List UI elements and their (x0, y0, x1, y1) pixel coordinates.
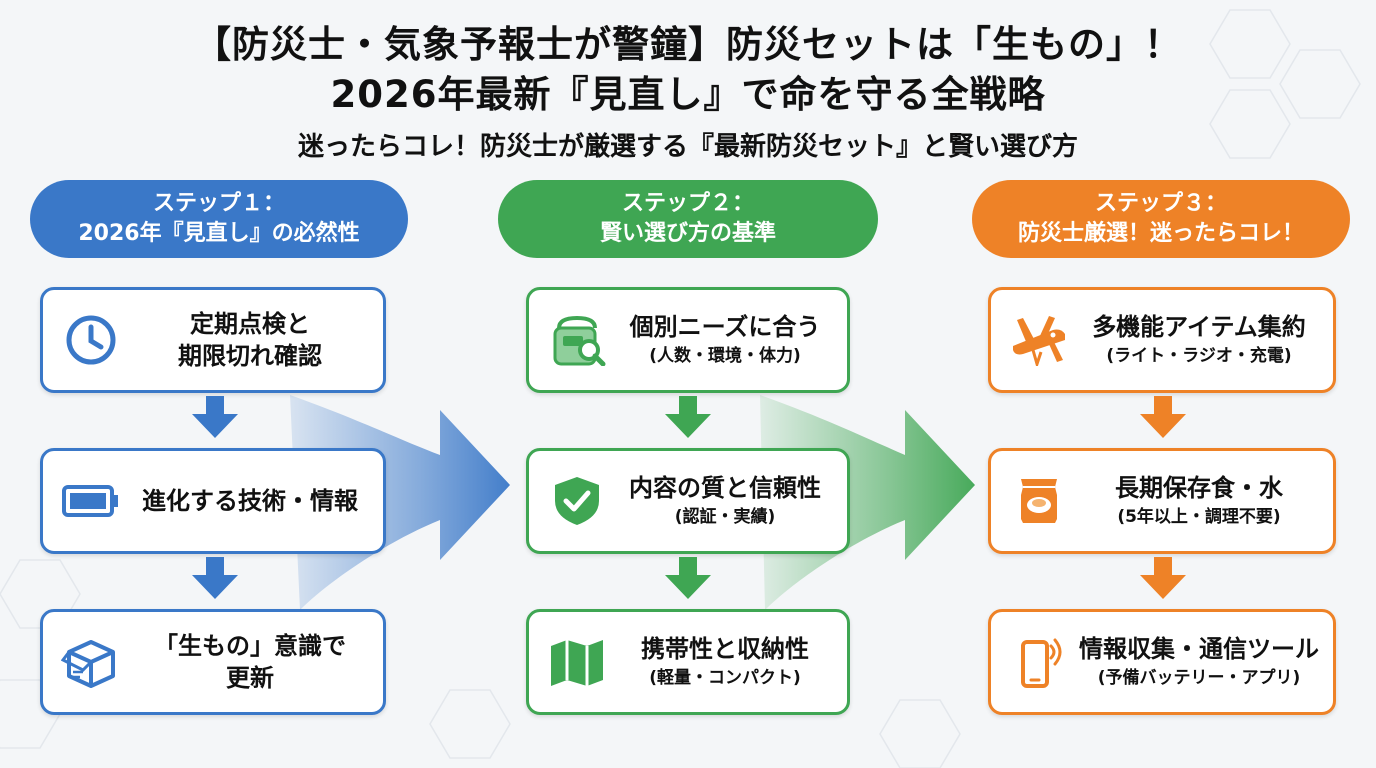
step1-card-2: 進化する技術・情報 (40, 448, 386, 554)
step3-card-3: 情報収集・通信ツール (予備バッテリー・アプリ) (988, 609, 1336, 715)
step2-name: 賢い選び方の基準 (599, 221, 776, 246)
main-title-line2: 2026年最新『見直し』で命を守る全戦略 (330, 73, 1046, 116)
card-title: 「生もの」意識で (154, 632, 346, 660)
card-detail: (軽量・コンパクト) (649, 668, 801, 688)
multitool-icon (1013, 316, 1065, 366)
food-pack-icon (1021, 479, 1057, 523)
card-title: 進化する技術・情報 (142, 487, 358, 515)
step3-label: ステップ３： (1094, 191, 1227, 216)
card-title: 長期保存食・水 (1115, 474, 1283, 502)
step1-card-3: 「生もの」意識で 更新 (40, 609, 386, 715)
map-icon (551, 640, 603, 686)
backpack-search-icon (553, 315, 606, 366)
down-arrow-icon (665, 557, 711, 599)
clock-icon (66, 315, 116, 365)
card-title: 情報収集・通信ツール (1079, 635, 1319, 663)
step1-label: ステップ１： (152, 191, 285, 216)
card-detail: (5年以上・調理不要) (1117, 507, 1281, 527)
card-title: 内容の質と信頼性 (629, 474, 821, 502)
main-title-line1: 【防災士・気象予報士が警鐘】防災セットは「生もの」！ (194, 23, 1182, 66)
down-arrow-icon (1140, 557, 1186, 599)
step2-card-3: 携帯性と収納性 (軽量・コンパクト) (526, 609, 850, 715)
battery-icon (62, 485, 118, 517)
step1-card-1: 定期点検と 期限切れ確認 (40, 287, 386, 393)
step2-card-1: 個別ニーズに合う (人数・環境・体力) (526, 287, 850, 393)
step3-card-1: 多機能アイテム集約 (ライト・ラジオ・充電) (988, 287, 1336, 393)
down-arrow-icon (1140, 396, 1186, 438)
card-title: 携帯性と収納性 (641, 635, 809, 663)
down-arrow-icon (192, 396, 238, 438)
card-title-line2: 更新 (226, 664, 274, 692)
card-detail: (人数・環境・体力) (649, 346, 801, 366)
card-detail: (予備バッテリー・アプリ) (1097, 668, 1301, 688)
down-arrow-icon (665, 396, 711, 438)
step3-pill: ステップ３： 防災士厳選！迷ったらコレ！ (972, 180, 1350, 258)
box-icon (61, 640, 115, 688)
shield-check-icon (555, 477, 599, 525)
subtitle: 迷ったらコレ！防災士が厳選する『最新防災セット』と賢い選び方 (297, 132, 1078, 162)
step2-card-2: 内容の質と信頼性 (認証・実績) (526, 448, 850, 554)
card-title: 定期点検と (190, 310, 310, 338)
step2-pill: ステップ２： 賢い選び方の基準 (498, 180, 878, 258)
smartphone-icon (1021, 638, 1062, 688)
step3-card-2: 長期保存食・水 (5年以上・調理不要) (988, 448, 1336, 554)
step1-name: 2026年『見直し』の必然性 (78, 221, 360, 246)
card-title: 多機能アイテム集約 (1092, 313, 1306, 341)
card-detail: (認証・実績) (674, 507, 776, 527)
step1-pill: ステップ１： 2026年『見直し』の必然性 (30, 180, 408, 258)
step3-name: 防災士厳選！迷ったらコレ！ (1017, 221, 1304, 246)
card-title: 個別ニーズに合う (629, 313, 821, 341)
down-arrow-icon (192, 557, 238, 599)
card-detail: (ライト・ラジオ・充電) (1106, 346, 1292, 366)
card-title-line2: 期限切れ確認 (178, 342, 322, 370)
step2-label: ステップ２： (621, 191, 754, 216)
